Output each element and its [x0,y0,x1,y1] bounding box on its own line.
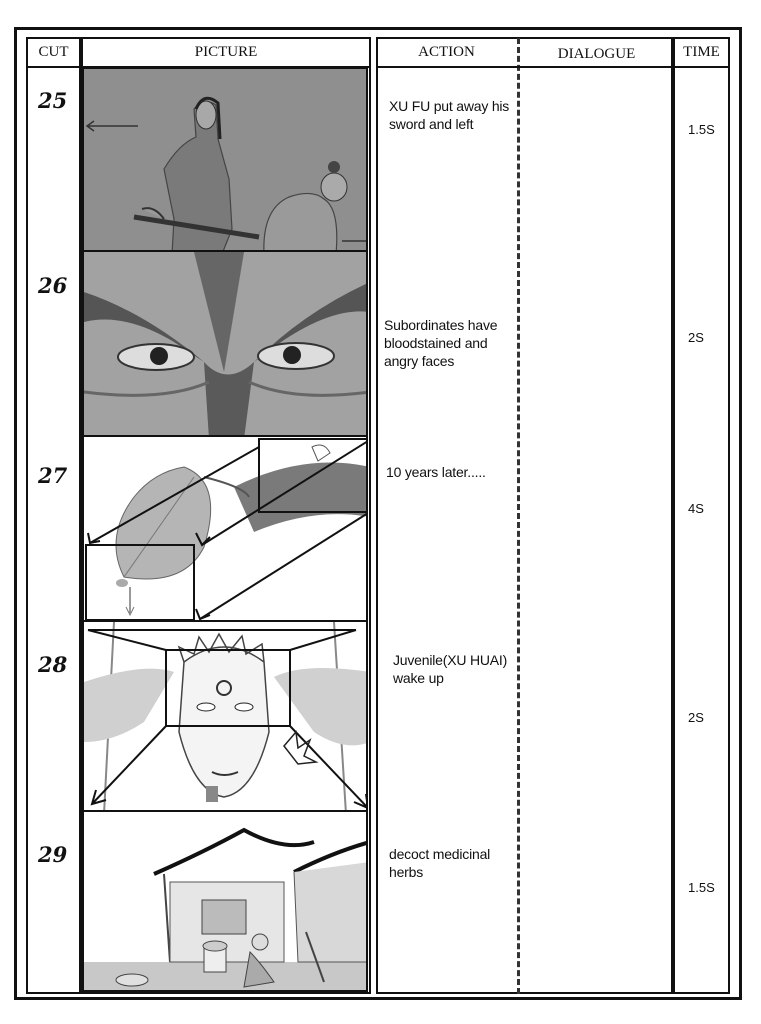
header-time: TIME [683,44,720,60]
cut-number: 25 [38,88,68,113]
panel-cut-29 [82,810,368,992]
cut-column [26,37,81,994]
action-text: 10 years later..... [386,464,486,480]
header-picture: PICTURE [194,44,258,60]
time-column [673,37,730,994]
panel-cut-28 [82,620,368,812]
action-text: XU FU put away his sword and left [389,98,510,132]
cut-number: 29 [38,842,68,867]
cut-number: 26 [38,273,68,298]
cut-number: 27 [38,463,68,488]
cut-number: 28 [38,652,68,677]
panel-cut-27 [82,435,368,622]
header-underline-right [376,66,730,68]
time-value: 2S [688,710,704,725]
header-action: ACTION [418,44,475,60]
header-dialogue: DIALOGUE [557,46,636,62]
time-value: 4S [688,501,704,516]
time-value: 2S [688,330,704,345]
action-text: decoct medicinal herbs [389,846,491,880]
time-value: 1.5S [688,122,715,137]
header-cut: CUT [38,44,69,60]
storyboard-frame [14,27,742,1000]
panel-cut-25 [82,67,368,252]
time-value: 1.5S [688,880,715,895]
action-dialogue-column [376,37,673,994]
panel-cut-26 [82,250,368,437]
action-text: Subordinates have bloodstained and angry… [384,317,498,369]
action-text: Juvenile(XU HUAI) wake up [393,652,508,686]
dialogue-divider [517,38,520,994]
